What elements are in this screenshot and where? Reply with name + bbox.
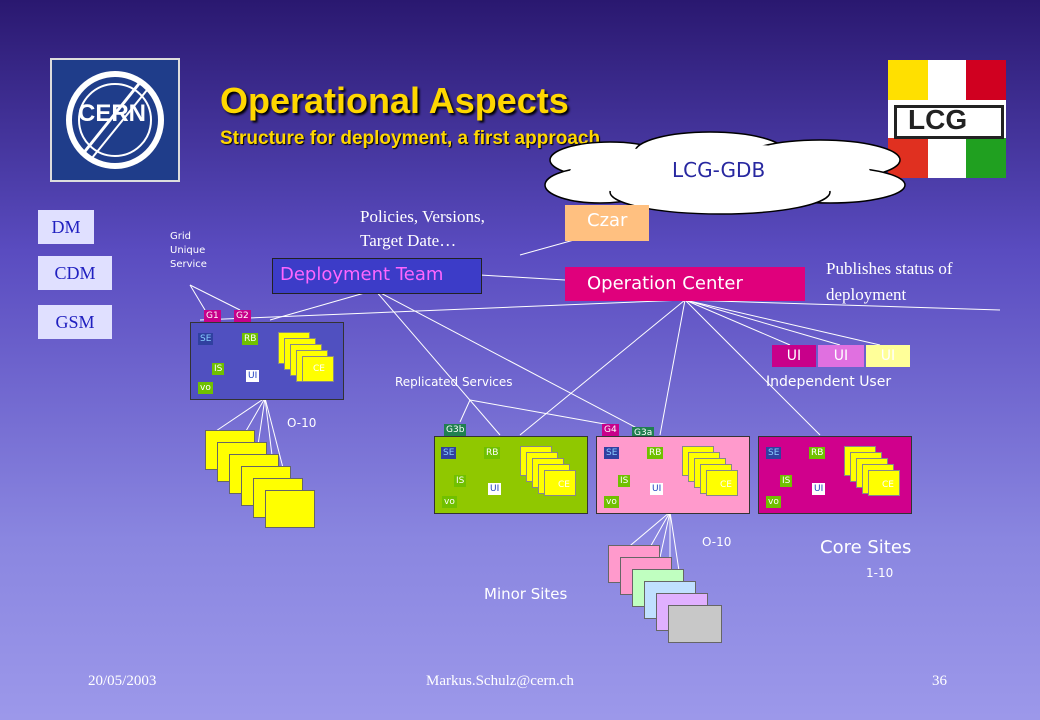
cdm-label: CDM bbox=[38, 256, 112, 290]
ui-box-1: UI bbox=[772, 345, 816, 367]
tag-g4: G4 bbox=[602, 424, 619, 436]
site-a-vo: vo bbox=[198, 382, 213, 394]
cern-logo: CERN bbox=[50, 58, 180, 182]
czar-box bbox=[565, 205, 649, 241]
minor-sites-stack-mid bbox=[608, 545, 723, 645]
core-count-label: 1-10 bbox=[866, 566, 894, 580]
site-c-ui: UI bbox=[650, 483, 664, 495]
operation-center-label: Operation Center bbox=[587, 273, 743, 294]
lcg-logo: LCG bbox=[888, 60, 1006, 178]
ui-box-3: UI bbox=[866, 345, 910, 367]
site-a-is: IS bbox=[212, 363, 225, 375]
footer-email: Markus.Schulz@cern.ch bbox=[426, 673, 574, 689]
o10-mid-label: O-10 bbox=[702, 535, 732, 549]
site-b-ce: CE bbox=[558, 480, 570, 490]
footer-date: 20/05/2003 bbox=[88, 673, 157, 689]
site-d-wn-stack bbox=[844, 446, 900, 498]
dm-label: DM bbox=[38, 210, 94, 244]
site-d-se: SE bbox=[766, 447, 782, 459]
site-b-ui: UI bbox=[488, 483, 502, 495]
deployment-team-label: Deployment Team bbox=[280, 264, 444, 285]
page-title: Operational Aspects bbox=[220, 80, 569, 121]
lcg-gdb-cloud bbox=[544, 131, 906, 215]
gsm-label: GSM bbox=[38, 305, 112, 339]
cloud-label: LCG-GDB bbox=[672, 158, 766, 182]
site-c-is: IS bbox=[618, 475, 631, 487]
minor-sites-stack-left bbox=[205, 430, 320, 530]
tag-g2: G2 bbox=[234, 310, 251, 322]
site-a-ce: CE bbox=[313, 364, 325, 374]
site-c-ce: CE bbox=[720, 480, 732, 490]
site-b-vo: vo bbox=[442, 496, 457, 508]
independent-user-label: Independent User bbox=[766, 374, 892, 390]
o10-left-label: O-10 bbox=[287, 416, 317, 430]
cern-logo-text: CERN bbox=[78, 100, 147, 127]
site-b-wn-stack bbox=[520, 446, 576, 498]
core-sites-label: Core Sites bbox=[820, 537, 912, 558]
site-c-rb: RB bbox=[647, 447, 664, 459]
site-c-vo: vo bbox=[604, 496, 619, 508]
minor-sites-label: Minor Sites bbox=[484, 585, 568, 603]
replicated-services-label: Replicated Services bbox=[395, 375, 513, 389]
site-b-rb: RB bbox=[484, 447, 501, 459]
site-b-se: SE bbox=[441, 447, 457, 459]
site-d-is: IS bbox=[780, 475, 793, 487]
operation-center-box bbox=[565, 267, 805, 301]
ui-box-2: UI bbox=[818, 345, 864, 367]
site-b-is: IS bbox=[454, 475, 467, 487]
site-c-se: SE bbox=[604, 447, 620, 459]
policies-text: Policies, Versions, Target Date… bbox=[360, 207, 485, 250]
footer-page: 36 bbox=[932, 673, 947, 689]
page-subtitle: Structure for deployment, a first approa… bbox=[220, 128, 601, 149]
lcg-logo-text: LCG bbox=[908, 104, 968, 135]
grid-unique-service-label: Grid Unique Service bbox=[170, 231, 207, 270]
site-d-ui: UI bbox=[812, 483, 826, 495]
site-d-rb: RB bbox=[809, 447, 826, 459]
site-d-vo: vo bbox=[766, 496, 781, 508]
publishes-text: Publishes status of deployment bbox=[826, 259, 953, 304]
site-d-ce: CE bbox=[882, 480, 894, 490]
tag-g1: G1 bbox=[204, 310, 221, 322]
czar-label: Czar bbox=[587, 210, 628, 231]
site-a-wn-stack bbox=[278, 332, 334, 382]
site-a-rb: RB bbox=[242, 333, 259, 345]
site-a-se: SE bbox=[198, 333, 214, 345]
tag-g3b: G3b bbox=[444, 424, 467, 436]
deployment-team-box bbox=[272, 258, 482, 294]
site-a-ui: UI bbox=[246, 370, 260, 382]
site-c-wn-stack bbox=[682, 446, 738, 498]
